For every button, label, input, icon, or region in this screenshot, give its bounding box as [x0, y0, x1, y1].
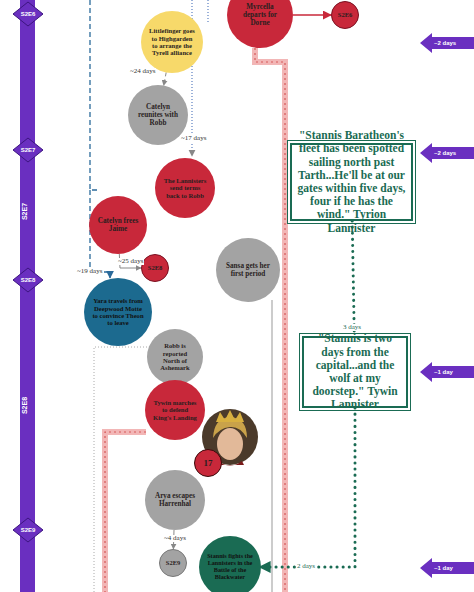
duration-label: ~1 day — [434, 369, 453, 375]
duration-label: ~2 days — [434, 150, 456, 156]
episode-label: S2E8 — [21, 277, 36, 283]
sansa-track — [272, 300, 273, 592]
event-circle: Myrcella departs for Dorne — [227, 0, 293, 48]
episode-diamond: S2E9 — [13, 518, 43, 542]
arrow-shape — [420, 143, 474, 163]
event-text: Myrcella departs for Dorne — [235, 3, 285, 27]
episode-label: S2E8 — [21, 397, 28, 414]
event-text: Yara travels from Deepwood Motte to conv… — [92, 297, 144, 327]
time-arrow: ~2 days — [420, 143, 474, 163]
time-arrow: ~1 day — [420, 362, 474, 382]
event-circle: Catelyn frees Jaime — [89, 196, 147, 254]
event-circle: Littlefinger goes to Highgarden to arran… — [141, 11, 203, 73]
quote-text: "Stannis Baratheon's fleet has been spot… — [298, 129, 406, 220]
event-text: Catelyn reunites with Robb — [135, 103, 181, 127]
event-circle: Robb is reported North of Ashemark — [147, 329, 203, 385]
event-text: S2E8 — [142, 264, 168, 271]
event-circle: The Lannisters send terms back to Robb — [155, 158, 215, 218]
event-text: Robb is reported North of Ashemark — [154, 342, 197, 372]
episode-circle: S2E9 — [159, 549, 187, 577]
duration-label: ~24 days — [129, 68, 156, 75]
event-text: S2E6 — [332, 11, 358, 18]
event-text: The Lannisters send terms back to Robb — [162, 177, 208, 199]
duration-label: ~19 days — [76, 268, 103, 275]
arrow-shape — [420, 362, 474, 382]
count-circle: 17 — [194, 449, 222, 477]
episode-label: S2E7 — [21, 203, 28, 220]
event-circle: Yara travels from Deepwood Motte to conv… — [84, 278, 152, 346]
event-circle: Arya escapes Harrenhal — [145, 470, 205, 530]
episode-label: S2E6 — [21, 11, 36, 17]
arrow-shape — [420, 33, 474, 53]
event-circle: Sansa gets her first period — [216, 238, 280, 302]
event-text: 17 — [195, 458, 221, 468]
timeline-connector — [293, 14, 331, 16]
duration-label: 3 days — [342, 324, 362, 331]
timeline-bar — [20, 0, 35, 592]
time-arrow: ~2 days — [420, 33, 474, 53]
event-circle: Tywin marches to defend King's Landing — [145, 380, 205, 440]
diamond-shape — [13, 518, 43, 542]
episode-diamond: S2E6 — [13, 2, 43, 26]
event-text: Tywin marches to defend King's Landing — [152, 399, 198, 421]
duration-label: ~25 days — [117, 258, 144, 265]
episode-label: S2E9 — [21, 527, 36, 533]
episode-label: S2E7 — [21, 147, 36, 153]
diamond-shape — [13, 268, 43, 292]
event-text: Littlefinger goes to Highgarden to arran… — [148, 27, 195, 57]
quote-paragraph: "Stannis Baratheon's fleet has been spot… — [296, 129, 407, 235]
diamond-shape — [13, 2, 43, 26]
duration-label: ~1 day — [434, 565, 453, 571]
timeline-connector — [261, 408, 355, 567]
duration-label: ~2 days — [434, 40, 456, 46]
episode-diamond: S2E8 — [13, 268, 43, 292]
timeline-connector — [164, 72, 167, 85]
timeline-connector — [352, 221, 354, 336]
arrow-shape — [420, 558, 474, 578]
event-text: Arya escapes Harrenhal — [152, 492, 198, 508]
duration-label: ~17 days — [180, 135, 207, 142]
quote-box: "Stannis Baratheon's fleet has been spot… — [290, 143, 413, 221]
robb-track — [94, 347, 147, 592]
time-arrow: ~1 day — [420, 558, 474, 578]
duration-label: 2 days — [296, 563, 316, 570]
episode-circle: S2E6 — [331, 1, 359, 29]
blue-dotted-track — [207, 0, 208, 22]
event-text: Stannis fights the Lannisters in the Bat… — [206, 553, 253, 581]
quote-box: "Stannis is two days from the capital...… — [302, 336, 408, 408]
event-text: Sansa gets her first period — [224, 262, 273, 278]
quote-paragraph: "Stannis is two days from the capital...… — [308, 332, 402, 411]
greyjoy-track — [90, 0, 100, 190]
event-text: S2E9 — [160, 559, 186, 566]
duration-label: ~4 days — [163, 535, 187, 542]
event-circle: Catelyn reunites with Robb — [128, 85, 188, 145]
diamond-shape — [13, 138, 43, 162]
event-circle: Stannis fights the Lannisters in the Bat… — [199, 536, 261, 592]
episode-diamond: S2E7 — [13, 138, 43, 162]
event-text: Catelyn frees Jaime — [96, 217, 140, 233]
episode-circle: S2E8 — [141, 254, 169, 282]
